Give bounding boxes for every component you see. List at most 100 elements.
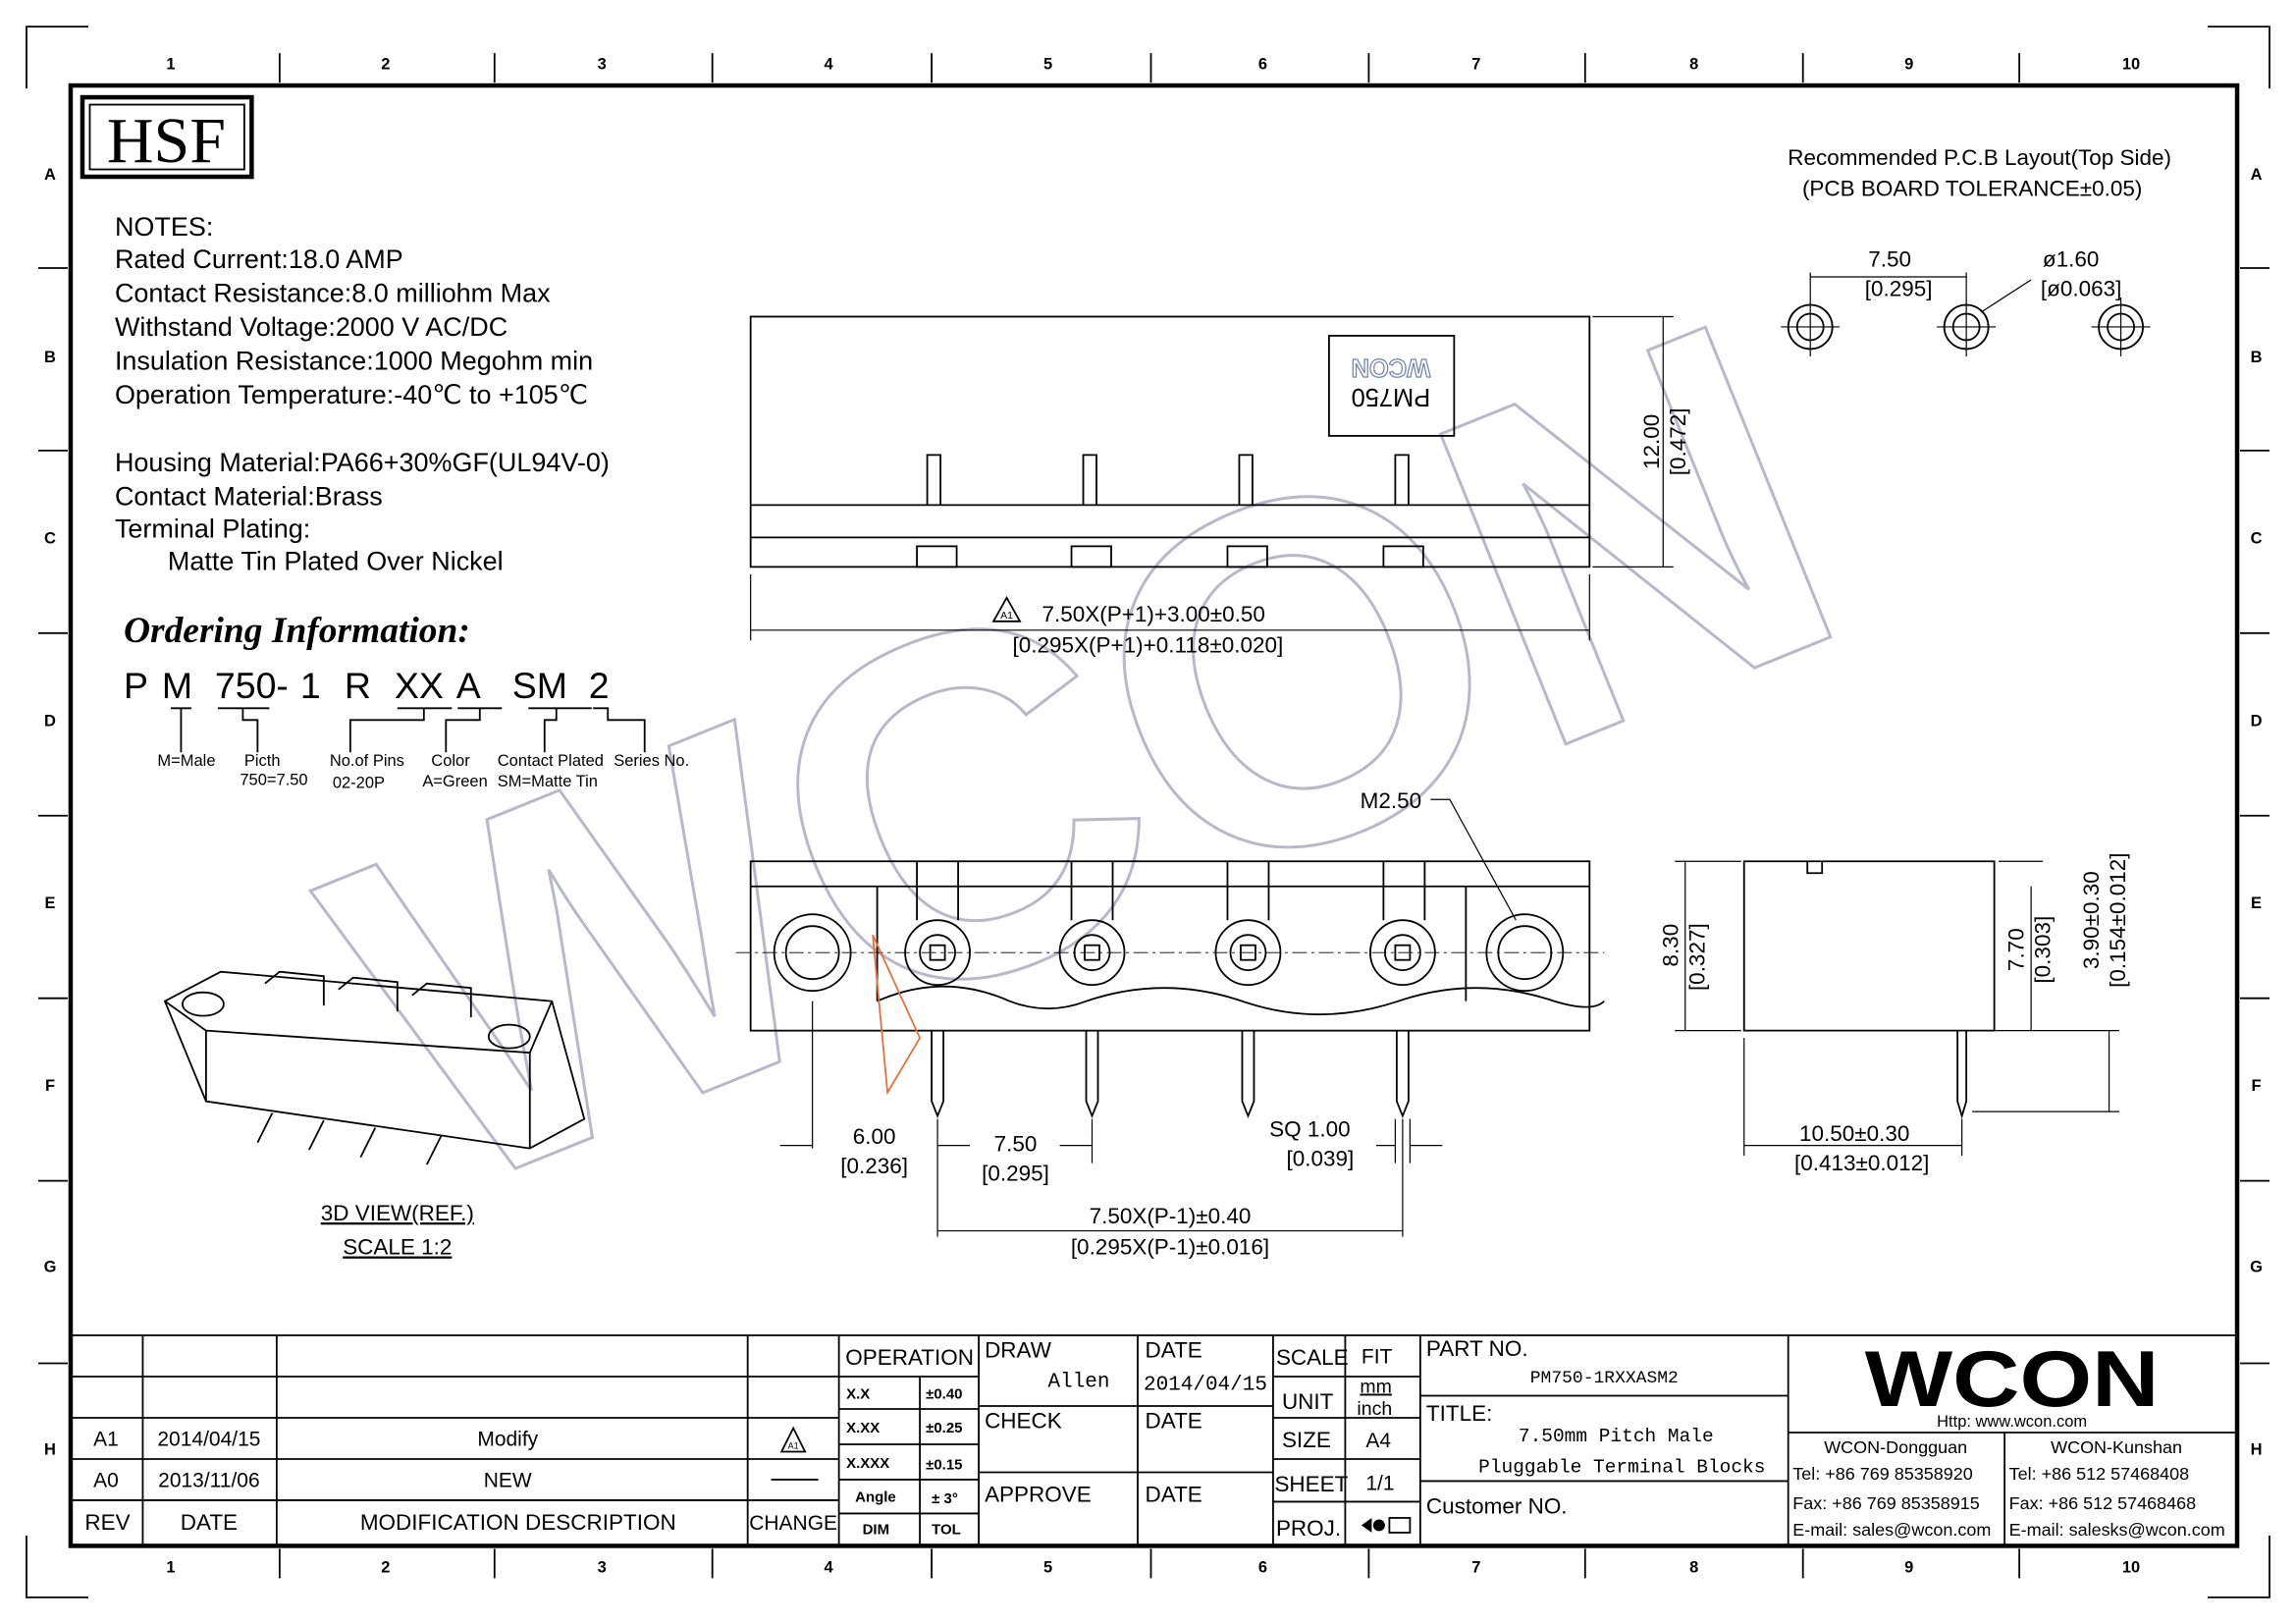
row-label: B [2251,349,2263,366]
col-label: 1 [166,56,175,74]
svg-text:Terminal Plating:: Terminal Plating: [115,514,310,543]
svg-text:WCON-Kunshan: WCON-Kunshan [2051,1437,2182,1457]
svg-text:UNIT: UNIT [1282,1389,1334,1414]
svg-text:2: 2 [589,665,610,706]
svg-text:CHECK: CHECK [985,1408,1062,1433]
svg-text:Picth: Picth [244,752,281,770]
svg-text:[0.295X(P-1)±0.016]: [0.295X(P-1)±0.016] [1071,1235,1269,1260]
svg-text:3D VIEW(REF.): 3D VIEW(REF.) [321,1201,474,1225]
svg-text:CHANGE: CHANGE [749,1512,837,1535]
svg-text:2014/04/15: 2014/04/15 [157,1428,260,1450]
svg-text:1: 1 [300,665,321,706]
notes: NOTES: Rated Current:18.0 AMP Contact Re… [115,212,610,575]
row-label: D [2251,712,2263,730]
svg-text:[0.295]: [0.295] [982,1162,1049,1186]
svg-text:M2.50: M2.50 [1361,788,1422,813]
col-label: 5 [1043,56,1052,74]
svg-text:Operation Temperature:-40℃ to: Operation Temperature:-40℃ to +105℃ [115,380,588,409]
svg-text:ø1.60: ø1.60 [2043,246,2100,271]
svg-text:750=7.50: 750=7.50 [240,771,307,788]
svg-text:DATE: DATE [1146,1482,1202,1506]
col-label: 6 [1258,1558,1267,1576]
svg-text:Allen: Allen [1048,1371,1110,1393]
row-label: G [2250,1259,2263,1276]
svg-text:Tel: +86 769 85358920: Tel: +86 769 85358920 [1792,1464,1973,1484]
svg-text:7.50X(P-1)±0.40: 7.50X(P-1)±0.40 [1090,1204,1252,1228]
svg-text:Modify: Modify [477,1428,538,1450]
svg-text:Matte Tin Plated Over Nickel: Matte Tin Plated Over Nickel [168,546,504,575]
svg-text:DATE: DATE [181,1510,238,1535]
svg-text:Insulation Resistance:1000 Meg: Insulation Resistance:1000 Megohm min [115,346,593,375]
svg-text:SCALE: SCALE [1276,1345,1349,1370]
svg-text:Color: Color [431,752,470,770]
svg-text:Withstand Voltage:2000 V AC/DC: Withstand Voltage:2000 V AC/DC [115,312,507,342]
svg-text:(PCB BOARD TOLERANCE±0.05): (PCB BOARD TOLERANCE±0.05) [1802,177,2142,201]
svg-text:3.90±0.30: 3.90±0.30 [2079,871,2104,969]
svg-text:M: M [162,665,192,706]
svg-text:A4: A4 [1365,1430,1391,1452]
svg-text:7.50mm Pitch Male: 7.50mm Pitch Male [1519,1426,1714,1447]
svg-text:[0.295]: [0.295] [1865,276,1933,300]
svg-text:P: P [124,665,148,706]
row-label: F [45,1077,55,1095]
svg-text:APPROVE: APPROVE [985,1482,1092,1506]
svg-text:Contact Resistance:8.0 millioh: Contact Resistance:8.0 milliohm Max [115,278,551,307]
col-label: 5 [1043,1558,1052,1576]
col-label: 4 [825,56,834,74]
svg-text:±0.15: ±0.15 [926,1456,962,1473]
svg-text:±0.25: ±0.25 [926,1420,962,1436]
row-label: F [2251,1077,2261,1095]
svg-text:HSF: HSF [107,105,226,177]
svg-text:Fax: +86 769 85358915: Fax: +86 769 85358915 [1792,1493,1980,1513]
col-label: 8 [1689,56,1698,74]
svg-text:SHEET: SHEET [1274,1472,1348,1496]
row-label: D [44,712,56,730]
svg-text:±0.40: ±0.40 [926,1385,962,1402]
svg-text:DATE: DATE [1146,1408,1202,1433]
svg-text:TOL: TOL [932,1521,961,1538]
svg-text:[0.295X(P+1)+0.118±0.020]: [0.295X(P+1)+0.118±0.020] [1013,632,1284,657]
svg-text:SCALE 1:2: SCALE 1:2 [343,1235,452,1260]
svg-text:Housing Material:PA66+30%GF(UL: Housing Material:PA66+30%GF(UL94V-0) [115,448,610,477]
col-label: 8 [1689,1558,1698,1576]
svg-text:Rated Current:18.0 AMP: Rated Current:18.0 AMP [115,244,403,274]
svg-text:Contact Plated: Contact Plated [498,752,604,770]
svg-text:[0.413±0.012]: [0.413±0.012] [1794,1151,1929,1175]
svg-text:A=Green: A=Green [422,773,487,790]
svg-text:PM750-1RXXASM2: PM750-1RXXASM2 [1530,1369,1679,1388]
svg-text:SIZE: SIZE [1282,1428,1331,1452]
svg-text:A1: A1 [788,1440,799,1450]
svg-text:A0: A0 [93,1469,119,1491]
svg-text:7.70: 7.70 [2004,928,2029,971]
svg-text:Customer NO.: Customer NO. [1426,1493,1568,1518]
col-label: 7 [1471,1558,1480,1576]
svg-text:SQ 1.00: SQ 1.00 [1269,1117,1351,1142]
svg-text:7.50: 7.50 [1868,246,1911,271]
svg-text:7.50X(P+1)+3.00±0.50: 7.50X(P+1)+3.00±0.50 [1042,602,1265,626]
svg-text:inch: inch [1357,1398,1392,1420]
svg-text:Http: www.wcon.com: Http: www.wcon.com [1937,1413,2087,1431]
row-label: A [2251,166,2263,184]
svg-text:Recommended P.C.B Layout(Top S: Recommended P.C.B Layout(Top Side) [1788,145,2171,170]
col-label: 3 [598,56,607,74]
svg-text:A: A [456,665,481,706]
svg-text:[0.154±0.012]: [0.154±0.012] [2106,853,2130,988]
col-label: 9 [1904,1558,1913,1576]
svg-text:Tel: +86 512 57468408: Tel: +86 512 57468408 [2009,1464,2190,1484]
row-label: C [44,529,56,547]
pcb-layout: Recommended P.C.B Layout(Top Side) (PCB … [1781,145,2171,356]
row-label: E [44,894,55,912]
svg-text:DIM: DIM [863,1521,889,1538]
row-label: H [2251,1440,2263,1458]
svg-text:Angle: Angle [855,1489,896,1505]
top-view: PM750 WCON 12.00 [0.472] A1 7.50X(P+1)+3… [749,315,1690,657]
svg-text:PART NO.: PART NO. [1426,1336,1528,1361]
svg-text:[ø0.063]: [ø0.063] [2041,276,2122,300]
row-label: H [44,1440,56,1458]
svg-text:02-20P: 02-20P [333,774,385,791]
svg-text:10.50±0.30: 10.50±0.30 [1799,1121,1909,1146]
